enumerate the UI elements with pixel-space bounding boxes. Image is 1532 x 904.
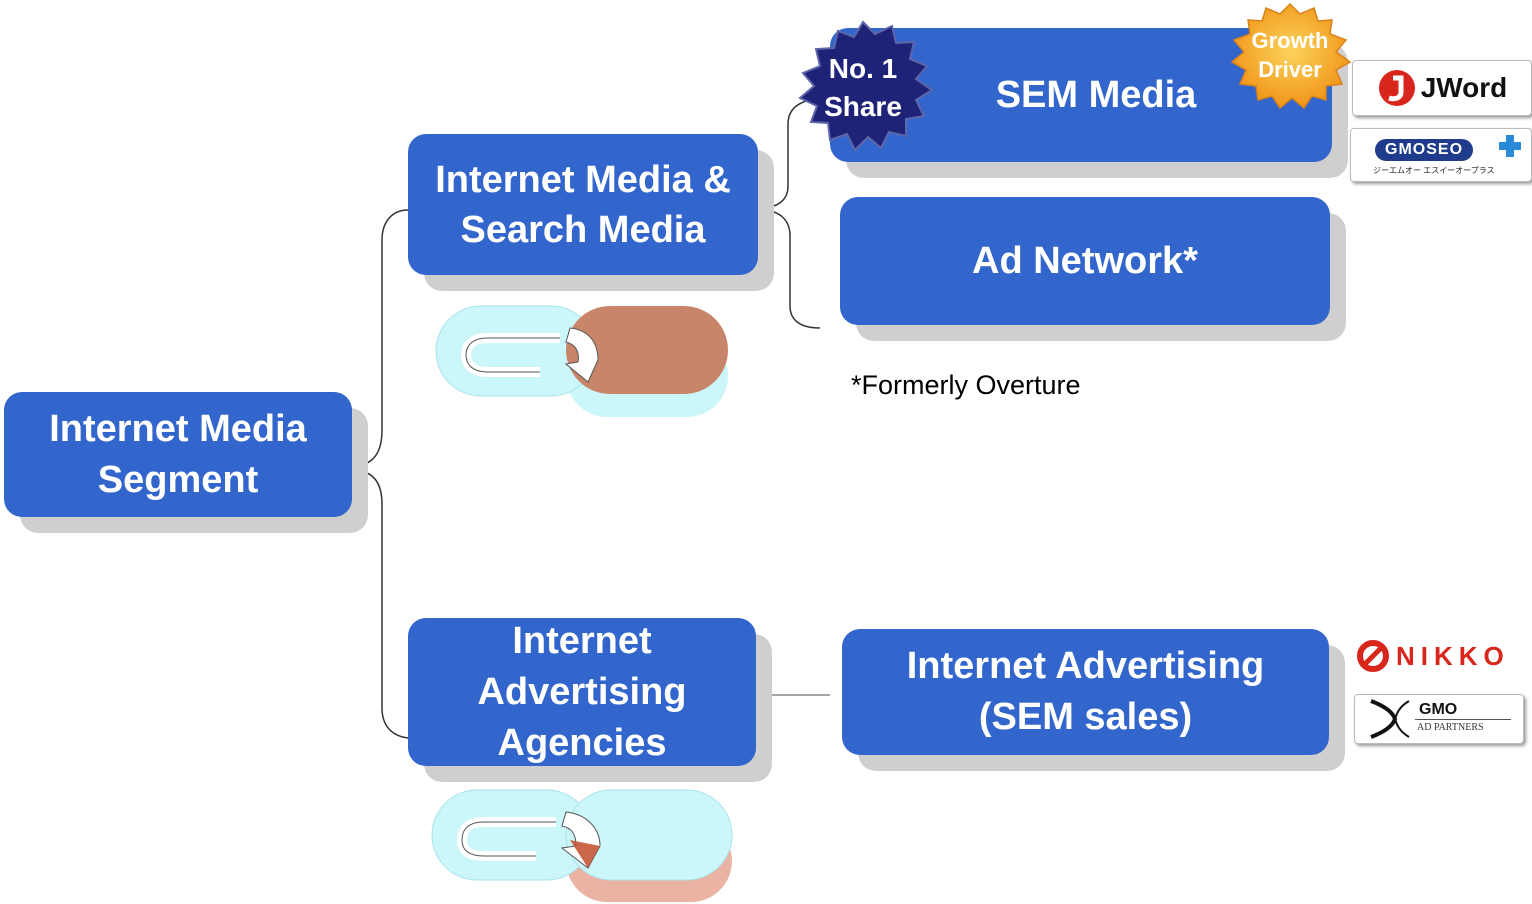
star-burst-icon	[798, 20, 934, 152]
node-internet-advertising-agencies: Internet Advertising Agencies	[408, 618, 756, 766]
jword-logo-text: JWord	[1420, 72, 1508, 103]
plus-icon	[1499, 135, 1521, 157]
nikko-logo: NIKKO	[1356, 638, 1526, 674]
gmo-bracket-icon	[1370, 699, 1410, 739]
node-internet-media-search-media: Internet Media & Search Media	[408, 134, 758, 275]
node-agencies-line3: Agencies	[497, 721, 667, 764]
growth-driver-badge: Growth Driver	[1226, 2, 1354, 110]
jword-mark-icon	[1378, 70, 1415, 106]
nikko-mark-icon	[1357, 640, 1389, 672]
growth-driver-line2: Driver	[1258, 57, 1322, 82]
connector-search-adnet	[759, 209, 821, 329]
gmo-ad-logo-text: GMO	[1419, 701, 1458, 718]
gmo-ad-partners-logo: GMO AD PARTNERS	[1354, 694, 1524, 744]
no1-share-line1: No. 1	[828, 53, 898, 84]
node-ad-network: Ad Network*	[840, 197, 1330, 325]
growth-driver-line1: Growth	[1251, 28, 1329, 53]
gmoseo-logo: GMOSEO ジーエムオー エスイーオープラス	[1350, 128, 1532, 182]
root-node-internet-media-segment: Internet Media Segment	[4, 392, 352, 517]
gmoseo-logo-text: GMOSEO	[1385, 141, 1464, 158]
root-node-line2: Segment	[97, 458, 259, 501]
node-internet-advertising-line1: Internet Advertising	[906, 645, 1265, 687]
node-sem-media-label: SEM Media	[995, 73, 1197, 116]
jword-logo: JWord	[1352, 60, 1532, 116]
gmo-ad-logo-subtext: AD PARTNERS	[1417, 722, 1484, 733]
node-search-media-line1: Internet Media &	[435, 158, 731, 201]
footnote: *Formerly Overture	[851, 370, 1081, 400]
connector-root-agencies	[351, 469, 409, 739]
nikko-logo-text: NIKKO	[1396, 640, 1510, 671]
star-burst-icon	[1230, 2, 1352, 110]
node-internet-advertising-sem-sales: Internet Advertising (SEM sales)	[842, 629, 1329, 755]
no1-share-line2: Share	[824, 91, 902, 122]
node-agencies-line2: Advertising	[477, 670, 687, 713]
node-ad-network-label: Ad Network*	[972, 239, 1198, 282]
node-internet-advertising-line2: (SEM sales)	[978, 696, 1193, 738]
node-agencies-line1: Internet	[512, 619, 652, 662]
cycle-icon-lower	[431, 789, 733, 902]
gmoseo-logo-subtext: ジーエムオー エスイーオープラス	[1373, 166, 1495, 175]
connector-root-search	[351, 209, 409, 467]
node-search-media-line2: Search Media	[460, 208, 706, 251]
no1-share-badge: No. 1 Share	[784, 18, 942, 158]
cycle-icon-upper	[435, 305, 728, 417]
root-node-line1: Internet Media	[49, 407, 307, 450]
